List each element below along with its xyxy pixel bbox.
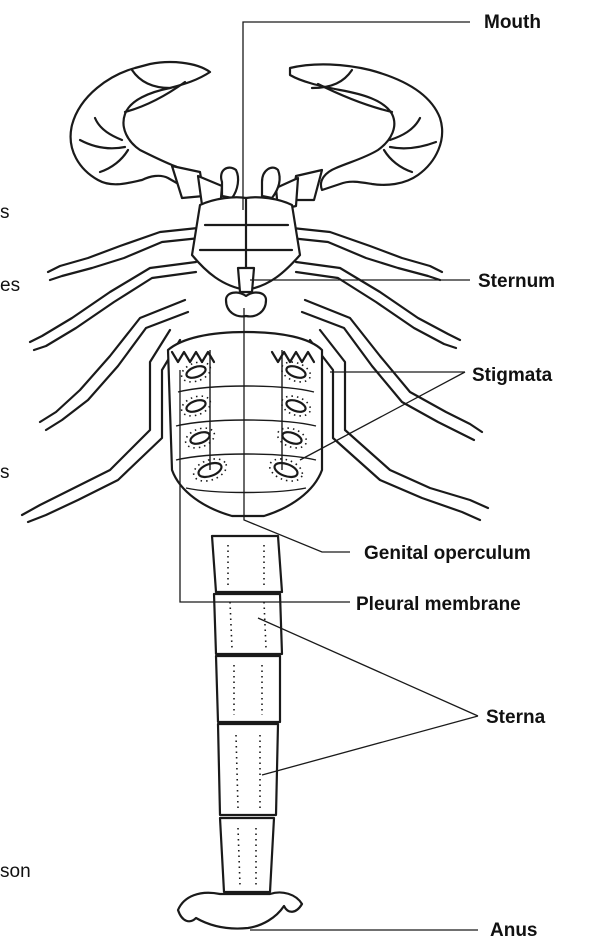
- cut-label-3: s: [0, 462, 10, 483]
- label-stigmata: Stigmata: [472, 365, 553, 386]
- label-sternum: Sternum: [478, 271, 555, 292]
- metasoma: [178, 536, 302, 929]
- left-chela: [71, 62, 222, 210]
- label-pleural-membrane: Pleural membrane: [356, 594, 521, 615]
- label-anus: Anus: [490, 920, 538, 941]
- right-chela: [276, 64, 442, 210]
- label-mouth: Mouth: [484, 12, 541, 33]
- cut-label-2: es: [0, 275, 20, 296]
- cut-label-4: son: [0, 861, 31, 882]
- label-genital-operculum: Genital operculum: [364, 543, 531, 564]
- genital-operculum-plate: [226, 293, 266, 317]
- cut-label-1: s: [0, 202, 10, 223]
- label-sterna: Sterna: [486, 707, 546, 728]
- left-chelicera: [221, 168, 238, 198]
